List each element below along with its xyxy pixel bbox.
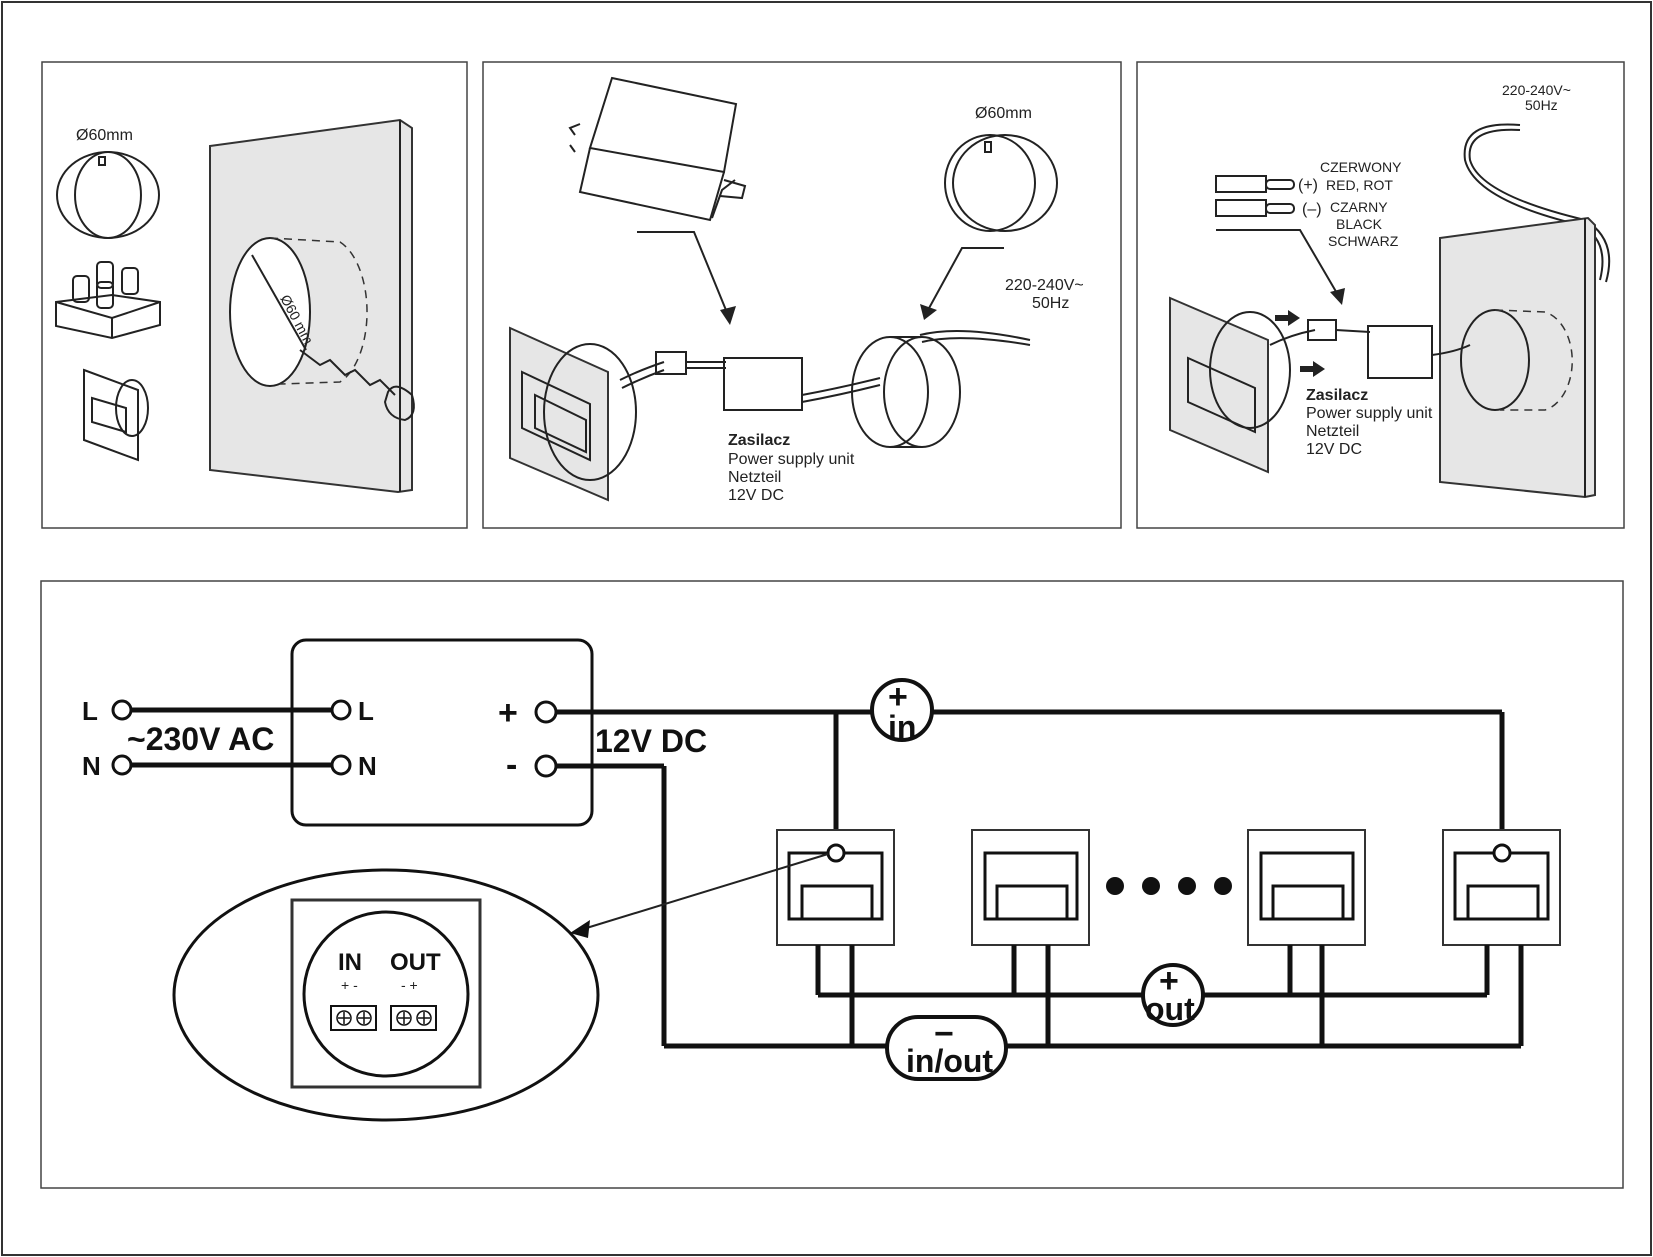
hole-saw-icon bbox=[56, 151, 160, 239]
plus-sign: (+) bbox=[1298, 177, 1318, 194]
psu-L-label: L bbox=[358, 696, 374, 726]
power-supply-box-icon bbox=[568, 76, 747, 222]
mains-voltage-label: 220-240V~ bbox=[1005, 277, 1084, 294]
panel-1-drilling: Ø60mm Ø60 mm bbox=[41, 61, 468, 529]
panel-3-mounting: 220-240V~ 50Hz (+) (–) CZERWONY RED, ROT… bbox=[1136, 61, 1625, 529]
psu-voltage: 12V DC bbox=[728, 487, 784, 504]
psu-icon bbox=[723, 357, 803, 411]
black-label-pl: CZARNY bbox=[1330, 199, 1388, 215]
psu-title: Zasilacz bbox=[728, 432, 790, 449]
svg-text:out: out bbox=[1145, 991, 1195, 1027]
red-label-pl: CZERWONY bbox=[1320, 159, 1402, 175]
detail-out-polarity: - + bbox=[401, 977, 418, 993]
svg-text:−: − bbox=[934, 1015, 954, 1053]
lamp-icon bbox=[83, 368, 149, 462]
box-diameter-label: Ø60mm bbox=[975, 105, 1032, 122]
p3-mains-freq: 50Hz bbox=[1525, 97, 1558, 113]
cutter-diameter-label: Ø60mm bbox=[76, 127, 133, 144]
psu-de: Netzteil bbox=[728, 469, 781, 486]
svg-text:in: in bbox=[888, 709, 916, 745]
black-label-de: SCHWARZ bbox=[1328, 233, 1399, 249]
dc-label: 12V DC bbox=[595, 723, 707, 759]
lamp-module-4 bbox=[1442, 829, 1561, 1046]
minus-inout-badge: − in/out bbox=[885, 1015, 1008, 1081]
psu-en: Power supply unit bbox=[728, 451, 855, 468]
ac-label: ~230V AC bbox=[127, 721, 274, 757]
input-L-label: L bbox=[82, 696, 98, 726]
black-label-en: BLACK bbox=[1336, 216, 1383, 232]
lamp-module-2 bbox=[971, 829, 1090, 1046]
input-N-label: N bbox=[82, 751, 101, 781]
p3-psu-voltage: 12V DC bbox=[1306, 441, 1362, 458]
p3-psu-title: Zasilacz bbox=[1306, 387, 1368, 404]
svg-text:in/out: in/out bbox=[906, 1043, 993, 1079]
svg-text:+: + bbox=[1159, 962, 1179, 1000]
detail-in-polarity: + - bbox=[341, 977, 358, 993]
panel-2-connection: Ø60mm 220-240V~ 50Hz Zasilacz bbox=[482, 61, 1122, 529]
p3-psu-en: Power supply unit bbox=[1306, 405, 1433, 422]
p3-psu-de: Netzteil bbox=[1306, 423, 1359, 440]
terminal-block-icon bbox=[55, 261, 161, 340]
plus-in-badge: + in bbox=[870, 678, 934, 745]
psu-box bbox=[290, 638, 594, 827]
psu-N-label: N bbox=[358, 751, 377, 781]
minus-sign: (–) bbox=[1302, 201, 1322, 218]
red-label-en: RED, ROT bbox=[1326, 177, 1393, 193]
lamp-module-1 bbox=[776, 829, 895, 1046]
p3-mains-voltage: 220-240V~ bbox=[1502, 82, 1571, 98]
lamp-module-3 bbox=[1247, 829, 1366, 1046]
continuation-dots bbox=[1106, 877, 1232, 895]
wall-with-hole: Ø60 mm bbox=[209, 118, 415, 494]
mains-freq-label: 50Hz bbox=[1032, 295, 1069, 312]
wiring-diagram: L N ~230V AC L N + - 12V DC bbox=[40, 580, 1624, 1189]
detail-in-label: IN bbox=[338, 949, 362, 976]
terminal-screws bbox=[336, 1010, 432, 1026]
out-plus-label: + bbox=[498, 694, 518, 732]
stair-lamp-icon bbox=[509, 326, 637, 502]
plus-out-badge: + out bbox=[1141, 962, 1205, 1027]
detail-out-label: OUT bbox=[390, 949, 441, 976]
out-minus-label: - bbox=[506, 746, 517, 784]
svg-text:+: + bbox=[888, 678, 908, 716]
mounting-box-icon bbox=[944, 134, 1058, 232]
